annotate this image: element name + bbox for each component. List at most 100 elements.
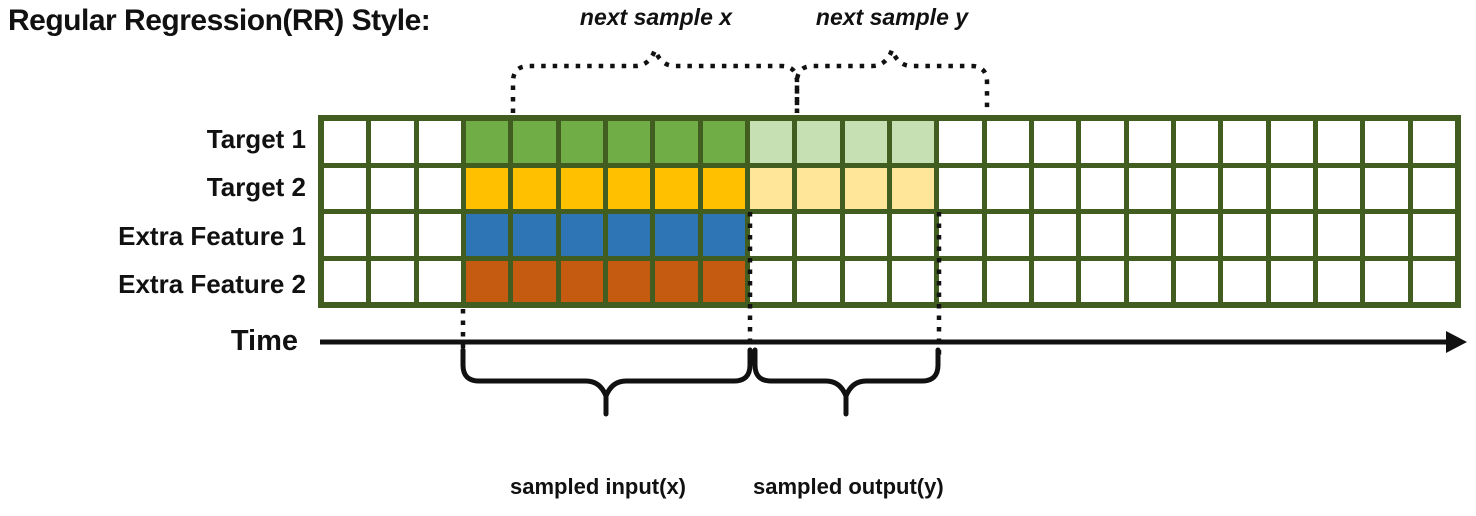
sampled-input-line: sampled input(x) <box>510 474 687 499</box>
time-axis-label: Time <box>230 325 298 357</box>
diagram-title: Regular Regression(RR) Style: <box>8 4 431 37</box>
sampled-output-brace <box>752 347 941 403</box>
grid-cell <box>891 167 935 209</box>
grid-cell <box>1033 260 1077 302</box>
sampled-output-line: sampled output(y) <box>753 474 944 499</box>
grid-cell <box>1317 121 1361 163</box>
grid-cell <box>513 214 556 256</box>
grid-cell <box>986 214 1029 256</box>
grid-cell <box>1033 214 1077 256</box>
grid-cell <box>465 260 509 302</box>
grid-cell <box>797 167 840 209</box>
grid-cell <box>986 167 1029 209</box>
next-sample-y-label: next sample y <box>815 4 969 30</box>
grid-cell <box>655 121 698 163</box>
grid-cell <box>1365 121 1408 163</box>
row-label: Target 1 <box>206 124 306 155</box>
grid-cell <box>1365 214 1408 256</box>
grid-cell <box>1175 214 1219 256</box>
grid-cell <box>1033 121 1077 163</box>
grid-cell <box>1365 260 1408 302</box>
grid-cell <box>986 260 1029 302</box>
grid-cell <box>1081 214 1124 256</box>
grid-cell <box>1223 121 1266 163</box>
grid-cell <box>560 167 603 209</box>
next-sample-x-label: next sample x <box>579 4 733 30</box>
grid-cell <box>1128 167 1171 209</box>
time-axis-arrowhead <box>1446 331 1467 353</box>
grid-cell <box>371 121 414 163</box>
grid-cell <box>1270 260 1313 302</box>
grid-cell <box>891 260 935 302</box>
grid-cell <box>1412 167 1455 209</box>
next-sample-y-brace <box>794 43 990 113</box>
grid-cell <box>655 214 698 256</box>
grid-cell <box>560 121 603 163</box>
grid-cell <box>844 214 887 256</box>
row-label: Extra Feature 2 <box>118 268 306 299</box>
grid-cell <box>513 260 556 302</box>
grid-cell <box>1175 121 1219 163</box>
grid-cell <box>418 121 461 163</box>
grid-cell <box>418 260 461 302</box>
grid-cell <box>1317 167 1361 209</box>
sampled-input-annotation: sampled input(x) lookback=6 input_featur… <box>510 417 733 516</box>
grid-cell <box>939 167 982 209</box>
grid-cell <box>1081 260 1124 302</box>
grid-cell <box>1270 214 1313 256</box>
grid-cell <box>749 260 793 302</box>
row-label: Extra Feature 1 <box>118 220 306 251</box>
grid-cell <box>702 214 745 256</box>
grid-cell <box>1412 214 1455 256</box>
grid-cell <box>560 260 603 302</box>
grid-cell <box>1223 167 1266 209</box>
grid-cell <box>1412 260 1455 302</box>
grid-cell <box>844 260 887 302</box>
grid-cell <box>371 214 414 256</box>
sampled-input-brace <box>460 347 753 403</box>
grid-cell <box>844 121 887 163</box>
grid-cell <box>702 167 745 209</box>
grid-cell <box>797 121 840 163</box>
grid-cell <box>1033 167 1077 209</box>
grid-cell <box>1128 260 1171 302</box>
grid-cell <box>324 167 367 209</box>
grid-cell <box>655 260 698 302</box>
grid-cell <box>749 167 793 209</box>
grid-cell <box>702 260 745 302</box>
grid-cell <box>986 121 1029 163</box>
grid-cell <box>418 214 461 256</box>
row-label-column: Target 1 Target 2 Extra Feature 1 Extra Fea… <box>0 115 306 308</box>
grid-cell <box>702 121 745 163</box>
grid-cell <box>939 121 982 163</box>
grid-cell <box>1175 167 1219 209</box>
grid-cell <box>324 260 367 302</box>
grid-cell <box>513 121 556 163</box>
grid-cell <box>607 121 651 163</box>
grid-cell <box>1081 121 1124 163</box>
grid-cell <box>324 121 367 163</box>
grid-cell <box>1081 167 1124 209</box>
grid-cell <box>749 121 793 163</box>
grid-cell <box>655 167 698 209</box>
grid-cell <box>844 167 887 209</box>
grid-cell <box>1223 260 1266 302</box>
grid-cell <box>939 260 982 302</box>
grid-cell <box>939 214 982 256</box>
next-sample-x-brace <box>510 43 800 113</box>
grid-cell <box>1317 214 1361 256</box>
grid-cell <box>1270 167 1313 209</box>
grid-cell <box>1365 167 1408 209</box>
grid-cell <box>607 260 651 302</box>
grid-cell <box>1270 121 1313 163</box>
grid-cell <box>1175 260 1219 302</box>
grid-cell <box>465 167 509 209</box>
grid-cell <box>607 167 651 209</box>
grid-cell <box>607 214 651 256</box>
grid-cell <box>1128 121 1171 163</box>
grid-cell <box>891 214 935 256</box>
grid-cell <box>749 214 793 256</box>
grid-cell <box>324 214 367 256</box>
grid-cell <box>1317 260 1361 302</box>
row-label: Target 2 <box>206 172 306 203</box>
